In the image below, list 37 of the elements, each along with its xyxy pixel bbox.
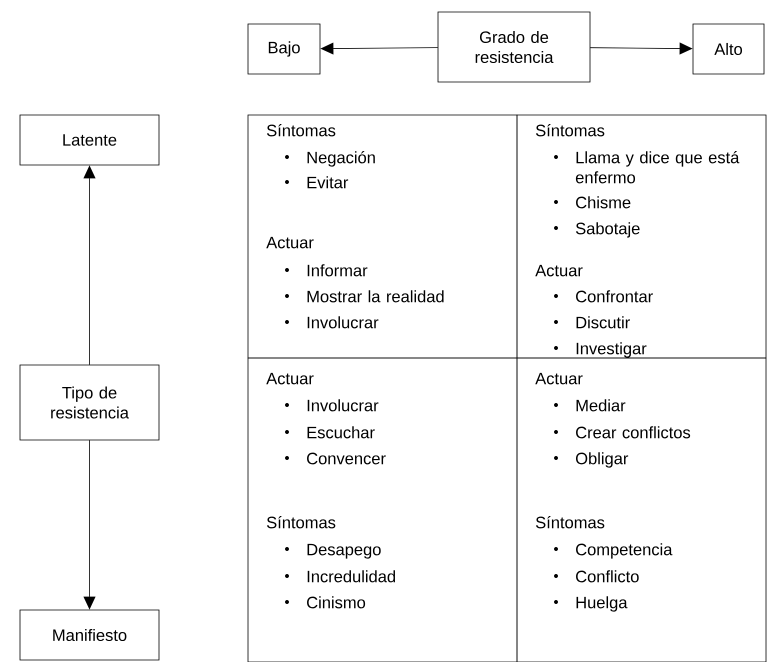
label-box: Tipo de resistencia <box>20 364 160 440</box>
label-box: Alto <box>692 24 764 74</box>
bullet-item: Involucrar <box>285 316 378 328</box>
label-box: Manifiesto <box>20 610 160 660</box>
bullet-item: Investigar <box>554 342 646 358</box>
label-box: Grado de resistencia <box>438 12 590 82</box>
bullet-item: Chisme <box>554 196 630 208</box>
bullet-item: Negación <box>285 151 375 167</box>
bullet-item: Confrontar <box>554 290 653 302</box>
bullet-item: Conflicto <box>554 570 639 582</box>
bullet-item: Mediar <box>554 399 626 412</box>
bullet-item: Llama y dice que está enfermo <box>554 151 740 184</box>
bullet-item: Discutir <box>554 316 630 328</box>
bullet-item: Escuchar <box>285 426 375 438</box>
label-box: Bajo <box>248 24 320 74</box>
bullet-item: Informar <box>285 264 368 276</box>
section-heading: Actuar <box>535 372 583 384</box>
bullet-item: Desapego <box>285 544 381 559</box>
bullet-item: Competencia <box>554 543 672 559</box>
bullet-item: Mostrar la realidad <box>285 290 444 302</box>
bullet-item: Evitar <box>285 176 348 188</box>
section-heading: Síntomas <box>266 516 336 528</box>
bullet-item: Involucrar <box>285 399 378 412</box>
section-heading: Actuar <box>535 264 583 276</box>
bullet-item: Obligar <box>554 452 628 468</box>
section-heading: Síntomas <box>536 516 604 528</box>
bullet-item: Sabotaje <box>554 222 640 238</box>
bullet-item: Crear conflictos <box>554 426 690 438</box>
section-heading: Síntomas <box>536 124 604 136</box>
section-heading: Síntomas <box>266 124 336 136</box>
bullet-item: Cinismo <box>285 596 366 608</box>
bullet-item: Incredulidad <box>285 570 396 582</box>
bullet-item: Convencer <box>285 452 386 464</box>
bullet-item: Huelga <box>554 596 628 612</box>
label-box: Latente <box>20 114 160 166</box>
section-heading: Actuar <box>266 236 314 248</box>
section-heading: Actuar <box>266 372 314 384</box>
